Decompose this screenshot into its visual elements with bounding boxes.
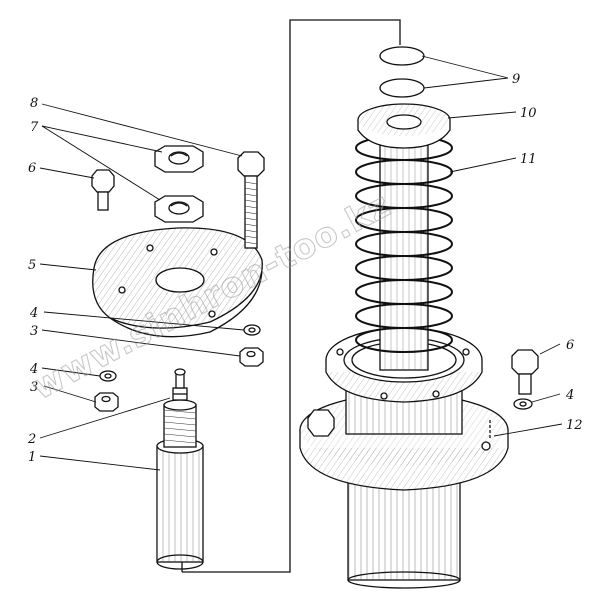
part-4-washer-right (243, 324, 261, 336)
housing-lower-cylinder (347, 469, 461, 589)
part-2-grease-fitting (172, 368, 188, 401)
part-3-nut-left (94, 392, 119, 412)
callout-12: 12 (566, 418, 583, 433)
callout-4-upper: 4 (29, 306, 38, 321)
callout-9: 9 (512, 72, 520, 87)
callout-6-right: 6 (566, 338, 574, 353)
part-6-small-bolt-right (511, 349, 539, 395)
part-6-small-bolt-left (91, 169, 115, 211)
leader-lines (39, 55, 563, 471)
part-9-ring-bottom (379, 78, 425, 98)
part-1-post (156, 399, 204, 570)
part-10-spring-seat (357, 103, 451, 149)
callout-3-upper: 3 (30, 324, 38, 339)
part-3-nut-right (239, 347, 264, 367)
callout-4-right: 4 (565, 388, 574, 403)
assembly-connector-line (182, 19, 401, 573)
part-7-castle-nut-top (154, 145, 204, 173)
part-7-castle-nut-bottom (154, 195, 204, 223)
callout-7: 7 (30, 120, 39, 135)
callout-4-lower: 4 (29, 362, 38, 377)
callout-6-left: 6 (28, 161, 36, 176)
callout-8: 8 (30, 96, 38, 111)
part-8-long-bolt (237, 151, 265, 249)
part-9-ring-top (379, 46, 425, 66)
callout-5: 5 (28, 258, 36, 273)
callout-11: 11 (520, 152, 537, 167)
callout-2: 2 (27, 432, 36, 447)
part-4-washer-far-right (513, 398, 533, 410)
callout-10: 10 (520, 106, 537, 121)
callout-3-lower: 3 (30, 380, 38, 395)
part-11-coil-spring (355, 135, 453, 353)
flange-bolt-head (307, 409, 335, 437)
callout-1: 1 (28, 450, 36, 465)
part-5-flange-plate (92, 227, 263, 338)
